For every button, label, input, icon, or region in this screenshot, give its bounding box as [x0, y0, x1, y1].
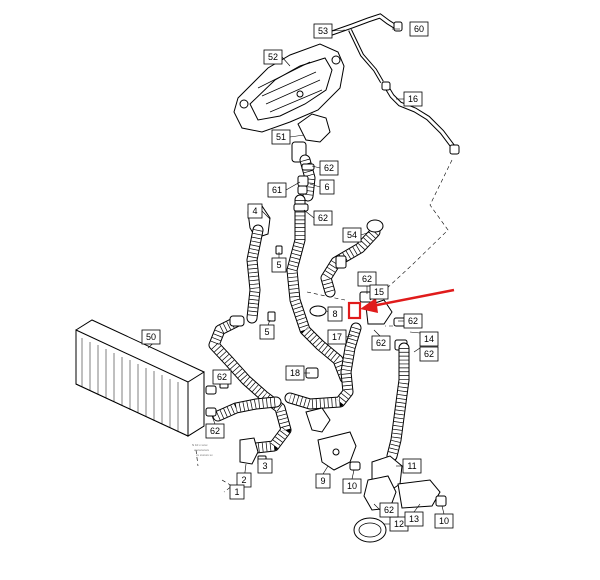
callout-51: 51	[271, 129, 291, 145]
svg-text:xx xxxxxx xx: xx xxxxxx xx	[196, 453, 213, 457]
callout-5: 5	[259, 324, 275, 340]
radiator-fins	[81, 338, 179, 432]
callout-50: 50	[141, 329, 161, 345]
callout-62: 62	[313, 210, 333, 226]
pipe-16	[381, 81, 460, 155]
svg-text:16: 16	[408, 94, 418, 104]
callout-15: 15	[369, 284, 389, 300]
svg-text:1: 1	[234, 487, 239, 497]
callout-62: 62	[371, 335, 391, 351]
lower-hoses	[208, 315, 292, 465]
pump-assembly	[349, 455, 447, 543]
svg-text:14: 14	[424, 334, 434, 344]
svg-text:5: 5	[276, 260, 281, 270]
manifold-52	[233, 43, 345, 133]
svg-text:62: 62	[210, 426, 220, 436]
callout-11: 11	[402, 458, 422, 474]
svg-text:4: 4	[252, 206, 257, 216]
svg-text:62: 62	[217, 372, 227, 382]
svg-text:62: 62	[424, 349, 434, 359]
svg-text:11: 11	[407, 461, 416, 471]
callout-3: 3	[257, 458, 273, 474]
callout-62: 62	[403, 313, 423, 329]
svg-text:15: 15	[374, 287, 384, 297]
callout-10: 10	[342, 478, 362, 494]
svg-text:xxxxxxxxxx: xxxxxxxxxx	[194, 448, 210, 452]
svg-text:52: 52	[268, 52, 278, 62]
svg-text:62: 62	[408, 316, 418, 326]
svg-text:10: 10	[347, 481, 357, 491]
svg-text:13: 13	[409, 514, 419, 524]
svg-text:10: 10	[439, 516, 449, 526]
svg-text:2: 2	[241, 475, 246, 485]
callout-6: 6	[319, 179, 335, 195]
svg-text:62: 62	[384, 505, 394, 515]
svg-text:17: 17	[332, 332, 342, 342]
callout-5: 5	[271, 257, 287, 273]
bracket-4	[246, 205, 271, 324]
svg-text:60: 60	[414, 24, 424, 34]
svg-text:18: 18	[290, 368, 300, 378]
svg-text:12: 12	[394, 519, 404, 529]
callout-61: 61	[267, 182, 287, 198]
top-pipe	[329, 13, 403, 84]
svg-text:9: 9	[320, 476, 325, 486]
callout-62: 62	[319, 160, 339, 176]
callout-1: 1	[229, 484, 245, 500]
svg-text:61: 61	[272, 185, 282, 195]
hose-17	[284, 322, 362, 410]
callout-10: 10	[434, 513, 454, 529]
callout-60: 60	[409, 21, 429, 37]
callout-62: 62	[357, 271, 377, 287]
bracket-9	[305, 407, 357, 471]
svg-text:3: 3	[262, 461, 267, 471]
svg-text:8: 8	[332, 309, 337, 319]
callout-14: 14	[419, 331, 439, 347]
svg-text:N 10 x xxxx: N 10 x xxxx	[192, 443, 208, 447]
callout-62: 62	[419, 346, 439, 362]
connector-51	[291, 113, 331, 202]
svg-text:62: 62	[376, 338, 386, 348]
callout-62: 62	[212, 369, 232, 385]
svg-text:6: 6	[324, 182, 329, 192]
callout-9: 9	[315, 473, 331, 489]
svg-text:62: 62	[318, 213, 328, 223]
callout-17: 17	[327, 329, 347, 345]
callout-54: 54	[342, 227, 362, 243]
svg-text:53: 53	[318, 26, 328, 36]
hose-54	[320, 219, 384, 298]
callout-13: 13	[404, 511, 424, 527]
svg-text:54: 54	[347, 230, 357, 240]
svg-text:51: 51	[276, 132, 286, 142]
callout-62: 62	[379, 502, 399, 518]
callout-18: 18	[285, 365, 305, 381]
svg-text:5: 5	[264, 327, 269, 337]
callout-52: 52	[263, 49, 283, 65]
radiator-50	[75, 319, 217, 437]
fittings-8-15	[309, 291, 408, 351]
callout-62: 62	[205, 423, 225, 439]
svg-text:62: 62	[362, 274, 372, 284]
callout-16: 16	[403, 91, 423, 107]
highlight-marker	[347, 288, 455, 320]
hose-14	[386, 342, 410, 462]
callout-53: 53	[313, 23, 333, 39]
svg-text:62: 62	[324, 163, 334, 173]
callout-8: 8	[327, 306, 343, 322]
diagram-watermark: N 10 x xxxx xxxxxxxxxx xx xxxxxx xx	[192, 443, 213, 457]
callout-4: 4	[247, 203, 263, 219]
svg-text:50: 50	[146, 332, 156, 342]
hose-6	[286, 194, 351, 384]
